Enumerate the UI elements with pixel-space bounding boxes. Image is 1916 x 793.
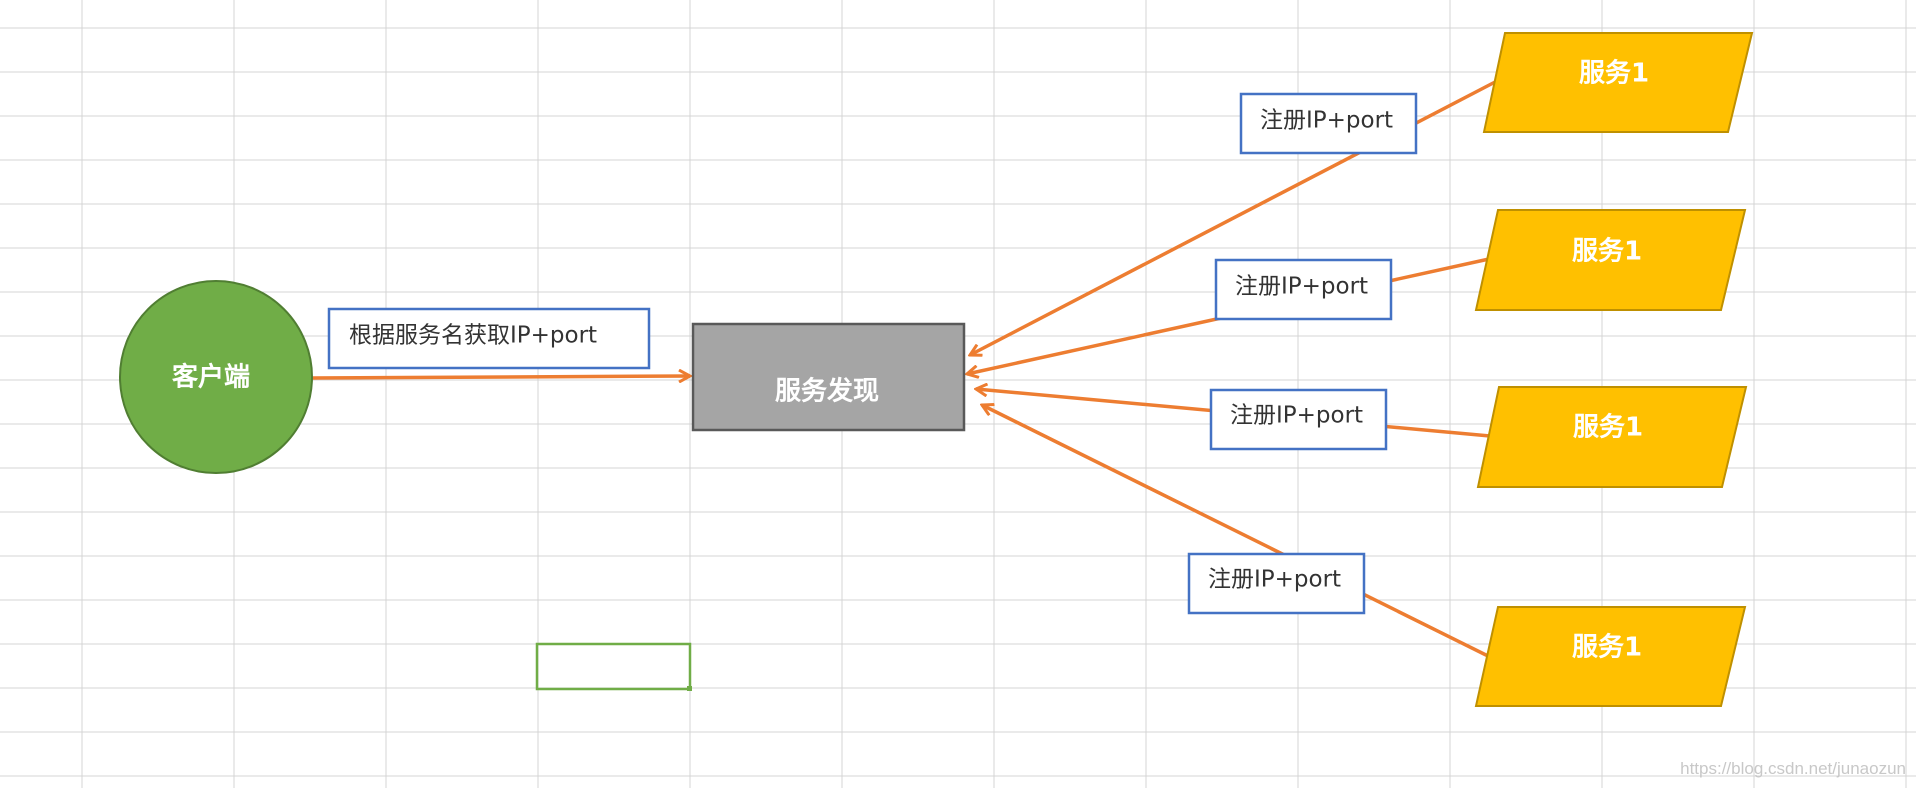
- query-label-text: 根据服务名获取IP+port: [349, 323, 597, 349]
- service-discovery-node[interactable]: 服务发现: [691, 322, 966, 432]
- selected-cell[interactable]: [535, 642, 692, 691]
- service-node-2[interactable]: 服务1: [1474, 209, 1747, 311]
- service-label-1: 服务1: [1579, 59, 1649, 89]
- service-node-4[interactable]: 服务1: [1474, 606, 1747, 707]
- service-discovery-label: 服务发现: [775, 376, 879, 407]
- client-node[interactable]: 客户端: [119, 280, 313, 474]
- query-label-box[interactable]: 根据服务名获取IP+port: [327, 307, 651, 370]
- query-arrow: [311, 376, 690, 378]
- service-label-4: 服务1: [1572, 633, 1642, 663]
- client-label: 客户端: [172, 362, 250, 393]
- register-label-3: 注册IP+port: [1230, 403, 1363, 429]
- register-label-1: 注册IP+port: [1260, 108, 1393, 134]
- register-label-box-4[interactable]: 注册IP+port: [1187, 552, 1366, 615]
- register-label-4: 注册IP+port: [1208, 567, 1341, 593]
- register-label-2: 注册IP+port: [1235, 274, 1368, 300]
- register-arrow-4: [982, 405, 1489, 658]
- register-label-box-3[interactable]: 注册IP+port: [1209, 388, 1388, 451]
- service-node-1[interactable]: 服务1: [1482, 32, 1754, 133]
- watermark-text: https://blog.csdn.net/junaozun: [1680, 759, 1906, 778]
- service-label-2: 服务1: [1572, 237, 1642, 267]
- register-label-box-1[interactable]: 注册IP+port: [1239, 92, 1418, 155]
- selected-cell-handle[interactable]: [687, 686, 692, 691]
- service-node-3[interactable]: 服务1: [1476, 386, 1748, 488]
- register-label-box-2[interactable]: 注册IP+port: [1214, 258, 1393, 321]
- service-label-3: 服务1: [1573, 413, 1643, 443]
